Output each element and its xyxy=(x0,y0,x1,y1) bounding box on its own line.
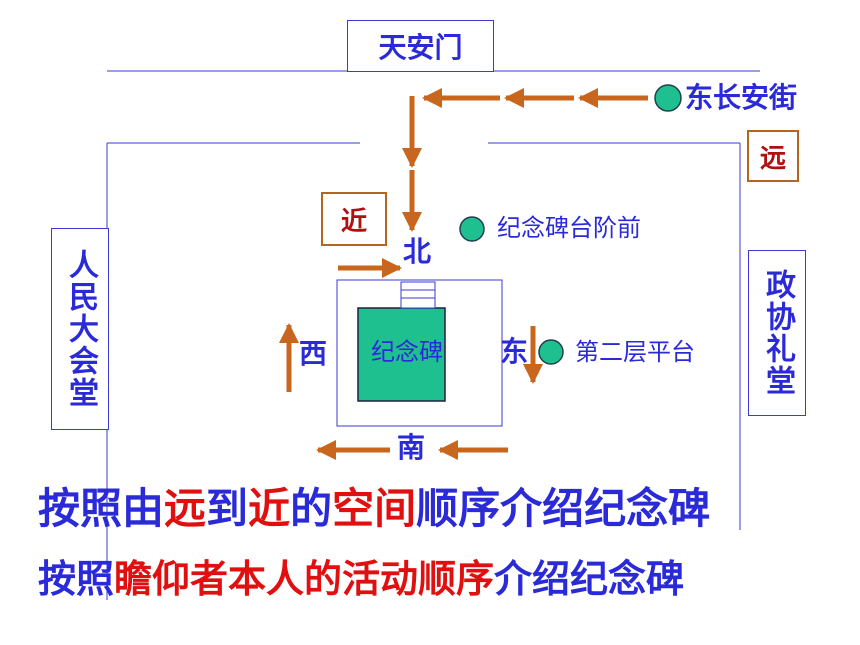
people-hall-label: 人民大会堂 xyxy=(63,249,98,409)
far-label: 远 xyxy=(759,143,786,174)
marker-dot-icon xyxy=(459,216,485,242)
east-label: 东 xyxy=(500,335,529,368)
east-street-label: 东长安街 xyxy=(685,81,798,114)
marker-dot-icon xyxy=(538,339,564,365)
far-box: 远 xyxy=(747,130,799,182)
tiananmen-label: 天安门 xyxy=(378,31,463,64)
monument-label: 纪念碑 xyxy=(371,338,443,366)
south-label: 南 xyxy=(397,431,426,464)
west-label: 西 xyxy=(299,337,328,370)
near-box: 近 xyxy=(321,192,387,246)
stairs-icon xyxy=(400,281,436,309)
summary-line-space-order: 按照由远到近的空间顺序介绍纪念碑 xyxy=(38,484,711,533)
north-label: 北 xyxy=(403,235,432,268)
terrace-front-label: 纪念碑台阶前 xyxy=(497,214,641,242)
summary-line-activity-order: 按照瞻仰者本人的活动顺序介绍纪念碑 xyxy=(38,557,685,601)
near-label: 近 xyxy=(340,206,367,237)
tiananmen-box: 天安门 xyxy=(347,20,494,72)
monument-block xyxy=(357,307,446,402)
second-platform-label: 第二层平台 xyxy=(575,338,695,366)
cppcc-hall-box: 政协礼堂 xyxy=(748,250,806,416)
marker-dot-icon xyxy=(654,84,682,112)
cppcc-hall-label: 政协礼堂 xyxy=(760,269,795,397)
people-hall-box: 人民大会堂 xyxy=(51,228,109,430)
